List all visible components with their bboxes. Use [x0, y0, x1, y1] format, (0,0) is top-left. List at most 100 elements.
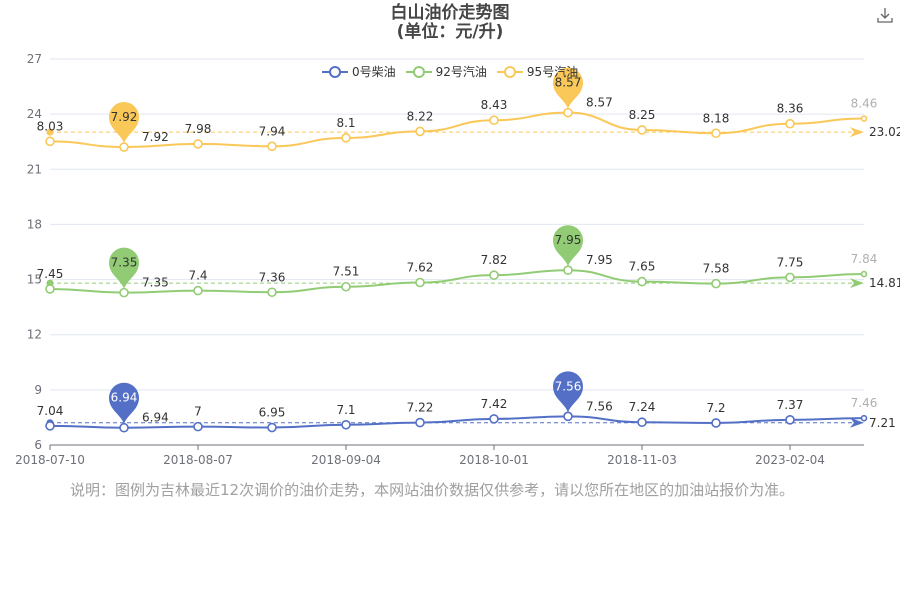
data-label: 7.24	[629, 400, 656, 414]
data-label: 8.36	[777, 102, 804, 116]
data-point	[489, 414, 499, 424]
y-tick-label: 15	[27, 273, 42, 287]
data-label: 7.95	[586, 253, 613, 267]
data-label: 7.36	[259, 270, 286, 284]
data-point	[785, 118, 795, 129]
data-point	[119, 287, 129, 298]
data-point	[637, 276, 647, 287]
data-point	[860, 115, 868, 122]
data-point	[860, 414, 868, 422]
data-point	[489, 270, 499, 280]
data-label: 7.4	[188, 269, 207, 283]
legend-marker-icon	[405, 65, 432, 78]
data-point	[341, 419, 351, 430]
data-point	[860, 270, 868, 278]
x-tick-label: 2018-11-03	[607, 453, 677, 467]
data-label: 7.94	[259, 124, 286, 138]
data-label: 7.92	[142, 130, 169, 144]
data-point	[563, 107, 573, 118]
data-label: 8.46	[851, 97, 878, 111]
data-label: 7.51	[333, 265, 360, 279]
min-pin-label: 7.35	[111, 256, 138, 270]
download-icon[interactable]	[876, 6, 894, 24]
data-point	[267, 422, 277, 433]
data-label: 7.46	[851, 396, 878, 410]
data-point	[415, 417, 425, 428]
data-point	[193, 139, 203, 149]
data-label: 7.37	[777, 398, 804, 412]
max-pin-label: 7.95	[555, 233, 582, 247]
y-tick-label: 21	[27, 162, 42, 176]
data-label: 6.95	[259, 406, 286, 420]
data-label: 8.03	[37, 119, 64, 133]
data-label: 8.18	[703, 111, 730, 125]
data-label: 7.58	[703, 262, 730, 276]
data-label: 7.65	[629, 260, 656, 274]
data-point	[563, 411, 573, 422]
min-pin-icon	[109, 382, 139, 424]
data-label: 7.42	[481, 397, 508, 411]
average-start-dot	[46, 128, 54, 136]
data-point	[119, 422, 129, 433]
legend: 0号柴油 92号汽油 95号汽油	[322, 63, 578, 80]
chart-title-main: 白山油价走势图	[390, 3, 510, 23]
y-tick-label: 18	[27, 217, 42, 231]
data-label: 8.1	[336, 116, 355, 130]
data-point	[637, 125, 647, 135]
x-tick-label: 2018-10-01	[459, 453, 529, 467]
y-tick-label: 9	[34, 383, 42, 397]
data-point	[341, 133, 351, 143]
x-tick-label: 2018-08-07	[163, 453, 233, 467]
data-label: 7.35	[142, 276, 169, 290]
data-point	[119, 142, 129, 152]
x-tick-label: 2018-09-04	[311, 453, 381, 467]
min-pin-label: 6.94	[111, 391, 138, 405]
data-label: 7.1	[336, 403, 355, 417]
data-label: 7.45	[37, 267, 64, 281]
data-label: 7.75	[777, 255, 804, 269]
data-point	[267, 287, 277, 298]
data-label: 7.04	[37, 404, 64, 418]
chart-note: 说明：图例为吉林最近12次调价的油价走势，本网站油价数据仅供参考，请以您所在地区…	[70, 481, 795, 499]
legend-item-gas95[interactable]: 95号汽油	[496, 63, 578, 80]
series-line	[49, 269, 865, 294]
max-pin-label: 8.57	[555, 76, 582, 90]
data-point	[193, 285, 203, 296]
data-label: 7.98	[185, 122, 212, 136]
data-label: 7.56	[586, 399, 613, 413]
data-label: 6.94	[142, 411, 169, 425]
chart-title: 白山油价走势图 (单位：元/升)	[0, 4, 900, 42]
x-tick-label: 2018-07-10	[15, 453, 85, 467]
legend-item-gas92[interactable]: 92号汽油	[405, 63, 487, 80]
data-point	[45, 284, 55, 294]
max-pin-icon	[553, 371, 583, 413]
data-point	[45, 136, 55, 147]
series-line	[49, 415, 865, 429]
average-label: 14.81	[869, 276, 900, 290]
legend-marker-icon	[496, 65, 523, 78]
y-tick-label: 24	[27, 107, 42, 121]
average-label: 7.21	[869, 416, 896, 430]
min-pin-label: 7.92	[111, 110, 138, 124]
data-label: 7.2	[706, 401, 725, 415]
legend-label: 92号汽油	[435, 65, 487, 79]
data-label: 7.82	[481, 253, 508, 267]
max-pin-icon	[553, 67, 583, 109]
data-point	[785, 415, 795, 425]
average-arrow-icon	[850, 417, 864, 428]
legend-marker-icon	[322, 65, 348, 78]
data-label: 7	[194, 405, 202, 419]
chart-subtitle: (单位：元/升)	[396, 22, 504, 42]
average-arrow-icon	[850, 127, 864, 138]
data-point	[415, 277, 425, 288]
x-tick-label: 2023-02-04	[755, 453, 825, 467]
data-point	[563, 265, 573, 275]
data-point	[711, 278, 721, 289]
legend-item-diesel0[interactable]: 0号柴油	[322, 63, 396, 80]
data-point	[45, 421, 55, 431]
min-pin-icon	[109, 247, 139, 289]
data-label: 7.84	[851, 252, 878, 266]
average-arrow-icon	[850, 278, 864, 289]
data-point	[415, 126, 425, 137]
